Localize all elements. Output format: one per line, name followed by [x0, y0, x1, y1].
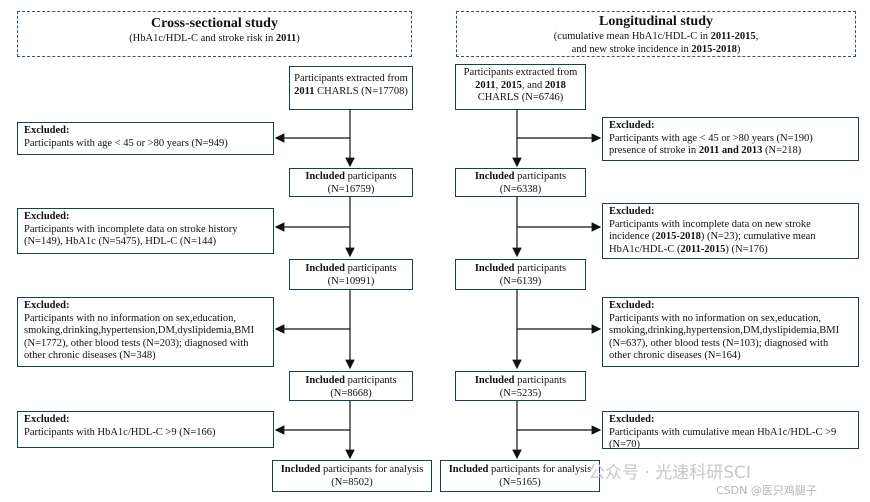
- left-exclusion-box-3: Excluded: Participants with no informati…: [17, 297, 274, 367]
- left-exclusion-box-1: Excluded: Participants with age < 45 or …: [17, 122, 274, 155]
- watermark-csdn: CSDN @医只鸡腿子: [716, 484, 817, 497]
- right-study-title: Longitudinal study: [599, 14, 713, 29]
- right-study-subtitle-line1: (cumulative mean HbA1c/HDL-C in 2011-201…: [553, 31, 759, 42]
- left-study-subtitle: (HbA1c/HDL-C and stroke risk in 2011): [129, 33, 300, 44]
- right-study-subtitle-line2: and new stroke incidence in 2015-2018): [571, 43, 741, 55]
- right-included-box-3: Included participants (N=5235): [455, 371, 586, 401]
- left-included-box-3: Included participants (N=8668): [289, 371, 413, 401]
- left-exclusion-box-2: Excluded: Participants with incomplete d…: [17, 208, 274, 254]
- right-exclusion-box-4: Excluded: Participants with cumulative m…: [602, 411, 859, 450]
- right-exclusion-box-3: Excluded: Participants with no informati…: [602, 297, 859, 367]
- right-exclusion-box-1: Excluded: Participants with age < 45 or …: [602, 117, 859, 161]
- left-final-box: Included participants for analysis (N=85…: [272, 460, 432, 492]
- right-exclusion-box-2: Excluded: Participants with incomplete d…: [602, 203, 859, 259]
- right-included-box-2: Included participants (N=6139): [455, 259, 586, 290]
- left-included-box-2: Included participants (N=10991): [289, 259, 413, 290]
- right-start-box: Participants extracted from 2011, 2015, …: [455, 64, 586, 110]
- right-included-box-1: Included participants (N=6338): [455, 168, 586, 197]
- left-start-box: Participants extracted from 2011 CHARLS …: [289, 66, 413, 110]
- right-study-header: Longitudinal study (cumulative mean HbA1…: [456, 11, 856, 57]
- watermark-wechat: 公众号 · 光速科研SCI: [588, 463, 751, 483]
- left-exclusion-box-4: Excluded: Participants with HbA1c/HDL-C …: [17, 411, 274, 448]
- left-included-box-1: Included participants (N=16759): [289, 168, 413, 197]
- right-final-box: Included participants for analysis (N=51…: [440, 460, 600, 492]
- left-study-header: Cross-sectional study (HbA1c/HDL-C and s…: [17, 11, 412, 57]
- left-study-title: Cross-sectional study: [151, 16, 278, 31]
